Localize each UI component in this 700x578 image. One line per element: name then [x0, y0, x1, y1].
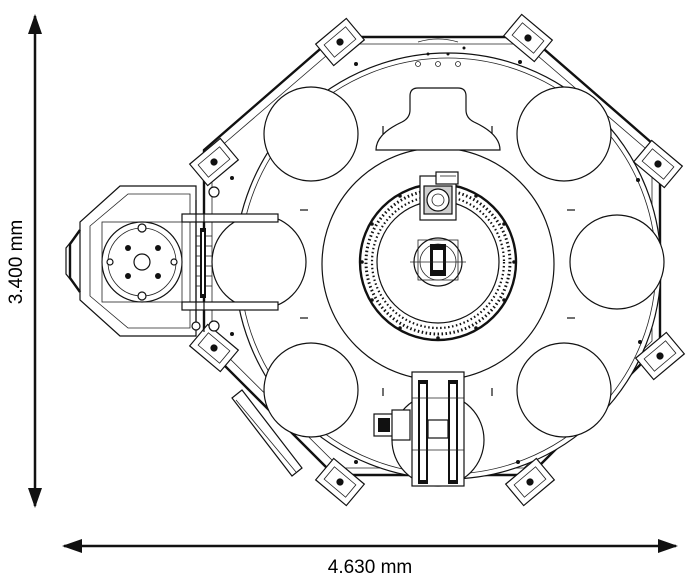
station-right: [569, 214, 665, 310]
drive-motor: [419, 171, 459, 221]
center-spindle: [410, 237, 466, 287]
radial-arm: [373, 371, 465, 487]
arrow-up-icon: [28, 14, 42, 34]
vertical-dimension: 3.400 mm: [6, 14, 42, 508]
arrow-left-icon: [62, 539, 82, 553]
mounting-holes: [415, 38, 466, 67]
height-dimension-label: 3.400 mm: [6, 220, 27, 304]
arrow-right-icon: [658, 539, 678, 553]
station-bottom-left: [263, 342, 359, 438]
station-bottom-right: [516, 342, 612, 438]
bracket-fasteners: [230, 60, 642, 464]
station-top-left: [263, 86, 359, 182]
station-top-right: [516, 86, 612, 182]
horizontal-dimension: 4.630 mm: [62, 539, 678, 578]
width-dimension-label: 4.630 mm: [328, 557, 412, 578]
station-left: [211, 214, 307, 310]
arrow-down-icon: [28, 488, 42, 508]
loading-module: [65, 185, 279, 337]
side-panel: [231, 389, 303, 477]
corner-brackets: [188, 13, 686, 507]
disc-ticks: [300, 126, 575, 396]
keyhole-slot: [375, 87, 501, 151]
